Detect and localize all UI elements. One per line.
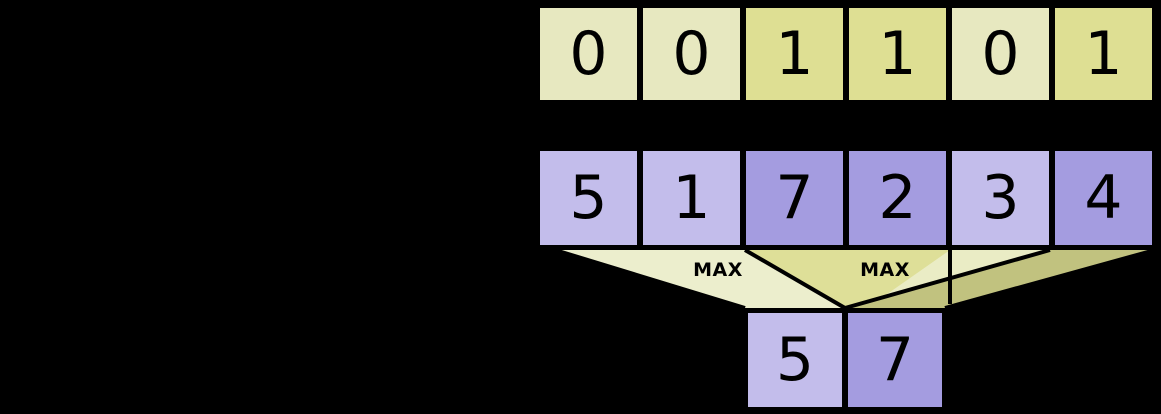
mask-cell-1-value: 0 — [569, 19, 608, 89]
mask-cell-6-value: 1 — [1084, 19, 1123, 89]
input-cell-2[interactable]: 1 — [640, 148, 743, 248]
max-label-right: MAX — [860, 259, 910, 281]
funnel-bottom-mask-left — [0, 308, 745, 414]
mask-cell-3[interactable]: 1 — [743, 5, 846, 103]
mask-cell-4[interactable]: 1 — [846, 5, 949, 103]
mask-cell-2[interactable]: 0 — [640, 5, 743, 103]
input-cell-5-value: 3 — [981, 163, 1020, 233]
input-cell-2-value: 1 — [672, 163, 711, 233]
input-cell-1-value: 5 — [569, 163, 608, 233]
right-funnel-left-line — [743, 248, 847, 310]
mask-cell-2-value: 0 — [672, 19, 711, 89]
mask-cell-5[interactable]: 0 — [949, 5, 1052, 103]
input-cell-4-value: 2 — [878, 163, 917, 233]
mask-cell-1[interactable]: 0 — [537, 5, 640, 103]
output-cell-1[interactable]: 5 — [745, 310, 845, 410]
output-cell-2-value: 7 — [875, 325, 915, 395]
mask-cell-4-value: 1 — [878, 19, 917, 89]
max-label-left: MAX — [693, 259, 743, 281]
input-cell-3-value: 7 — [775, 163, 814, 233]
input-cell-6-value: 4 — [1084, 163, 1123, 233]
input-cell-5[interactable]: 3 — [949, 148, 1052, 248]
right-funnel-right-line — [944, 248, 1156, 310]
input-cell-4[interactable]: 2 — [846, 148, 949, 248]
input-cell-1[interactable]: 5 — [537, 148, 640, 248]
input-cell-3[interactable]: 7 — [743, 148, 846, 248]
mask-cell-6[interactable]: 1 — [1052, 5, 1155, 103]
left-funnel-outer-right-line — [844, 248, 1051, 310]
mask-cell-5-value: 0 — [981, 19, 1020, 89]
mask-cell-3-value: 1 — [775, 19, 814, 89]
output-cell-1-value: 5 — [775, 325, 815, 395]
input-cell-6[interactable]: 4 — [1052, 148, 1155, 248]
output-cell-2[interactable]: 7 — [845, 310, 945, 410]
left-funnel-outer-left-line — [554, 248, 746, 310]
funnel-left-overlap-wedge — [880, 250, 1050, 299]
funnel-bottom-mask-right — [945, 308, 1161, 414]
